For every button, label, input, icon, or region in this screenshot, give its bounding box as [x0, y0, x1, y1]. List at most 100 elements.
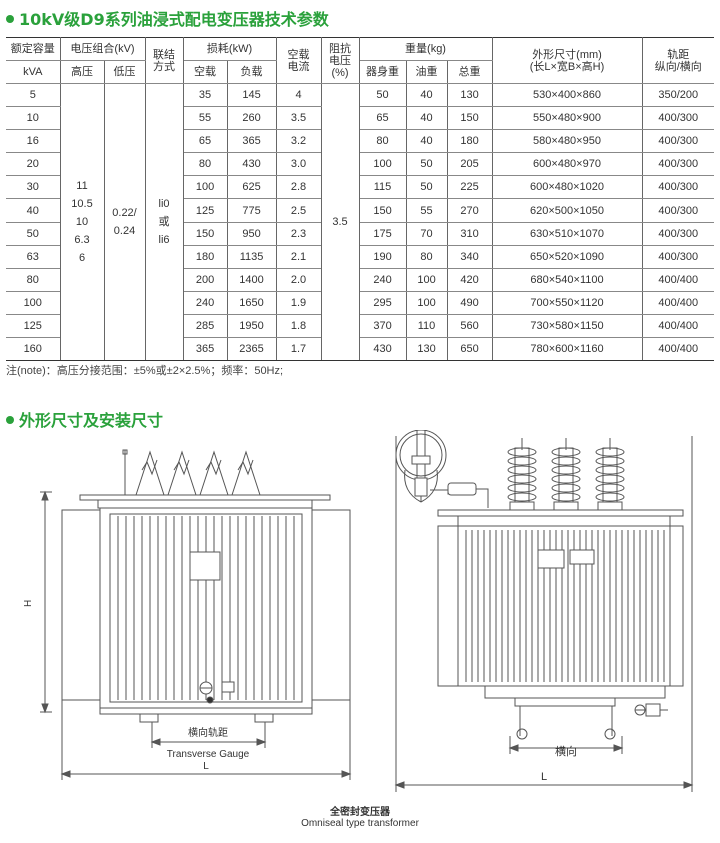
- cell-noload-loss: 55: [182, 106, 228, 131]
- cell-total-weight: 490: [446, 291, 493, 315]
- cell-capacity: 16: [6, 129, 61, 154]
- header-impedance-text: 阻抗电压(%): [329, 42, 352, 79]
- terminal-cap: [199, 450, 229, 496]
- cell-noload-loss: 365: [182, 337, 228, 362]
- gauge-cn-label: 横向轨距: [188, 726, 228, 739]
- cell-lv-voltage: 0.22/0.24: [103, 83, 146, 362]
- cell-total-weight: 340: [446, 245, 493, 269]
- cell-noload-current: 2.0: [275, 268, 322, 292]
- side-view-drawing: [394, 430, 694, 792]
- cell-total-weight: 130: [446, 83, 493, 108]
- header-hv: 高压: [59, 60, 105, 84]
- bushing-shed: [507, 474, 537, 484]
- cell-body-weight: 430: [358, 337, 407, 362]
- cell-capacity: 5: [6, 83, 61, 108]
- cell-connection-line: 或: [158, 216, 170, 229]
- header-current-text: 空载电流: [287, 48, 310, 73]
- cell-hv-voltage-line: 6: [78, 252, 86, 265]
- spec-table: 额定容量 电压组合(kV) 联结方式 损耗(kW) 空载电流 阻抗电压(%) 重…: [6, 37, 715, 362]
- cell-oil-weight: 50: [405, 152, 448, 177]
- cell-total-weight: 180: [446, 129, 493, 154]
- cell-oil-weight: 100: [405, 268, 448, 292]
- cell-noload-current: 3.2: [275, 129, 322, 154]
- header-connection: 联结方式: [144, 37, 184, 84]
- cell-load-loss: 1650: [226, 291, 277, 315]
- cell-dimensions: 650×520×1090: [491, 245, 643, 269]
- cell-dimensions: 580×480×950: [491, 129, 643, 154]
- cell-capacity: 80: [6, 268, 61, 292]
- cell-noload-current: 4: [275, 83, 322, 108]
- cell-lv-voltage-line: 0.22/: [112, 207, 137, 220]
- header-voltage: 电压组合(kV): [59, 37, 146, 61]
- cell-hv-voltage-line: 10: [75, 216, 89, 229]
- cell-gauge: 400/300: [641, 106, 715, 131]
- cell-capacity: 40: [6, 198, 61, 223]
- cell-dimensions: 530×400×860: [491, 83, 643, 108]
- cell-noload-loss: 100: [182, 175, 228, 200]
- bushing-terminals: [122, 449, 261, 496]
- bushing-shed: [595, 474, 625, 484]
- h-dimension-label: H: [23, 600, 34, 607]
- cell-oil-weight: 40: [405, 106, 448, 131]
- cell-load-loss: 1950: [226, 314, 277, 339]
- cell-body-weight: 295: [358, 291, 407, 315]
- bushing-base: [553, 501, 579, 511]
- cell-gauge: 400/400: [641, 337, 715, 362]
- header-dimensions-text: 外形尺寸(mm): [532, 48, 602, 61]
- header-dimensions-sub: (长L×宽B×高H): [529, 60, 605, 73]
- cell-noload-loss: 125: [182, 198, 228, 223]
- front-view-drawing: [40, 449, 352, 780]
- bushing-shed: [595, 465, 625, 475]
- cell-gauge: 400/300: [641, 175, 715, 200]
- cell-body-weight: 50: [358, 83, 407, 108]
- cell-load-loss: 2365: [226, 337, 277, 362]
- gauge-en-label: Transverse Gauge: [167, 749, 250, 760]
- cell-gauge: 400/400: [641, 314, 715, 339]
- hv-bushings: [507, 438, 625, 511]
- bullet-icon: [6, 415, 14, 424]
- cell-oil-weight: 130: [405, 337, 448, 362]
- cooling-fins: [465, 530, 665, 682]
- cell-noload-current: 2.1: [275, 245, 322, 269]
- bushing-shed: [595, 456, 625, 466]
- terminal-zigzag: [173, 459, 190, 476]
- cell-body-weight: 80: [358, 129, 407, 154]
- cell-capacity: 125: [6, 314, 61, 339]
- bushing-shed: [507, 456, 537, 466]
- header-gauge-sub: 纵向/横向: [654, 60, 702, 73]
- cell-total-weight: 205: [446, 152, 493, 177]
- header-connection-text: 联结方式: [153, 48, 176, 73]
- cell-body-weight: 100: [358, 152, 407, 177]
- bushing-base: [509, 501, 535, 511]
- cell-gauge: 350/200: [641, 83, 715, 108]
- bushing-shed: [507, 483, 537, 493]
- drawing-caption-en: Omniseal type transformer: [301, 818, 419, 829]
- header-gauge: 轨距纵向/横向: [641, 37, 715, 84]
- terminal-cap: [231, 450, 261, 496]
- cell-noload-current: 1.7: [275, 337, 322, 362]
- header-total-weight: 总重: [446, 60, 493, 84]
- cell-dimensions: 550×480×900: [491, 106, 643, 131]
- cell-body-weight: 115: [358, 175, 407, 200]
- cell-dimensions: 620×500×1050: [491, 198, 643, 223]
- header-current: 空载电流: [275, 37, 322, 84]
- bushing-shed: [595, 492, 625, 502]
- section-title-text: 10kV级D9系列油浸式配电变压器技术参数: [19, 10, 329, 29]
- cell-dimensions: 600×480×970: [491, 152, 643, 177]
- header-row-2: kVA 高压 低压 空载 负载 器身重 油重 总重: [6, 60, 714, 84]
- cell-body-weight: 190: [358, 245, 407, 269]
- cell-noload-loss: 180: [182, 245, 228, 269]
- header-body-weight: 器身重: [358, 60, 407, 84]
- cell-noload-current: 2.3: [275, 222, 322, 246]
- section-title-specs: 10kV级D9系列油浸式配电变压器技术参数: [6, 6, 329, 30]
- cell-noload-current: 2.8: [275, 175, 322, 200]
- bushing-shed: [551, 456, 581, 466]
- cell-noload-current: 3.5: [275, 106, 322, 131]
